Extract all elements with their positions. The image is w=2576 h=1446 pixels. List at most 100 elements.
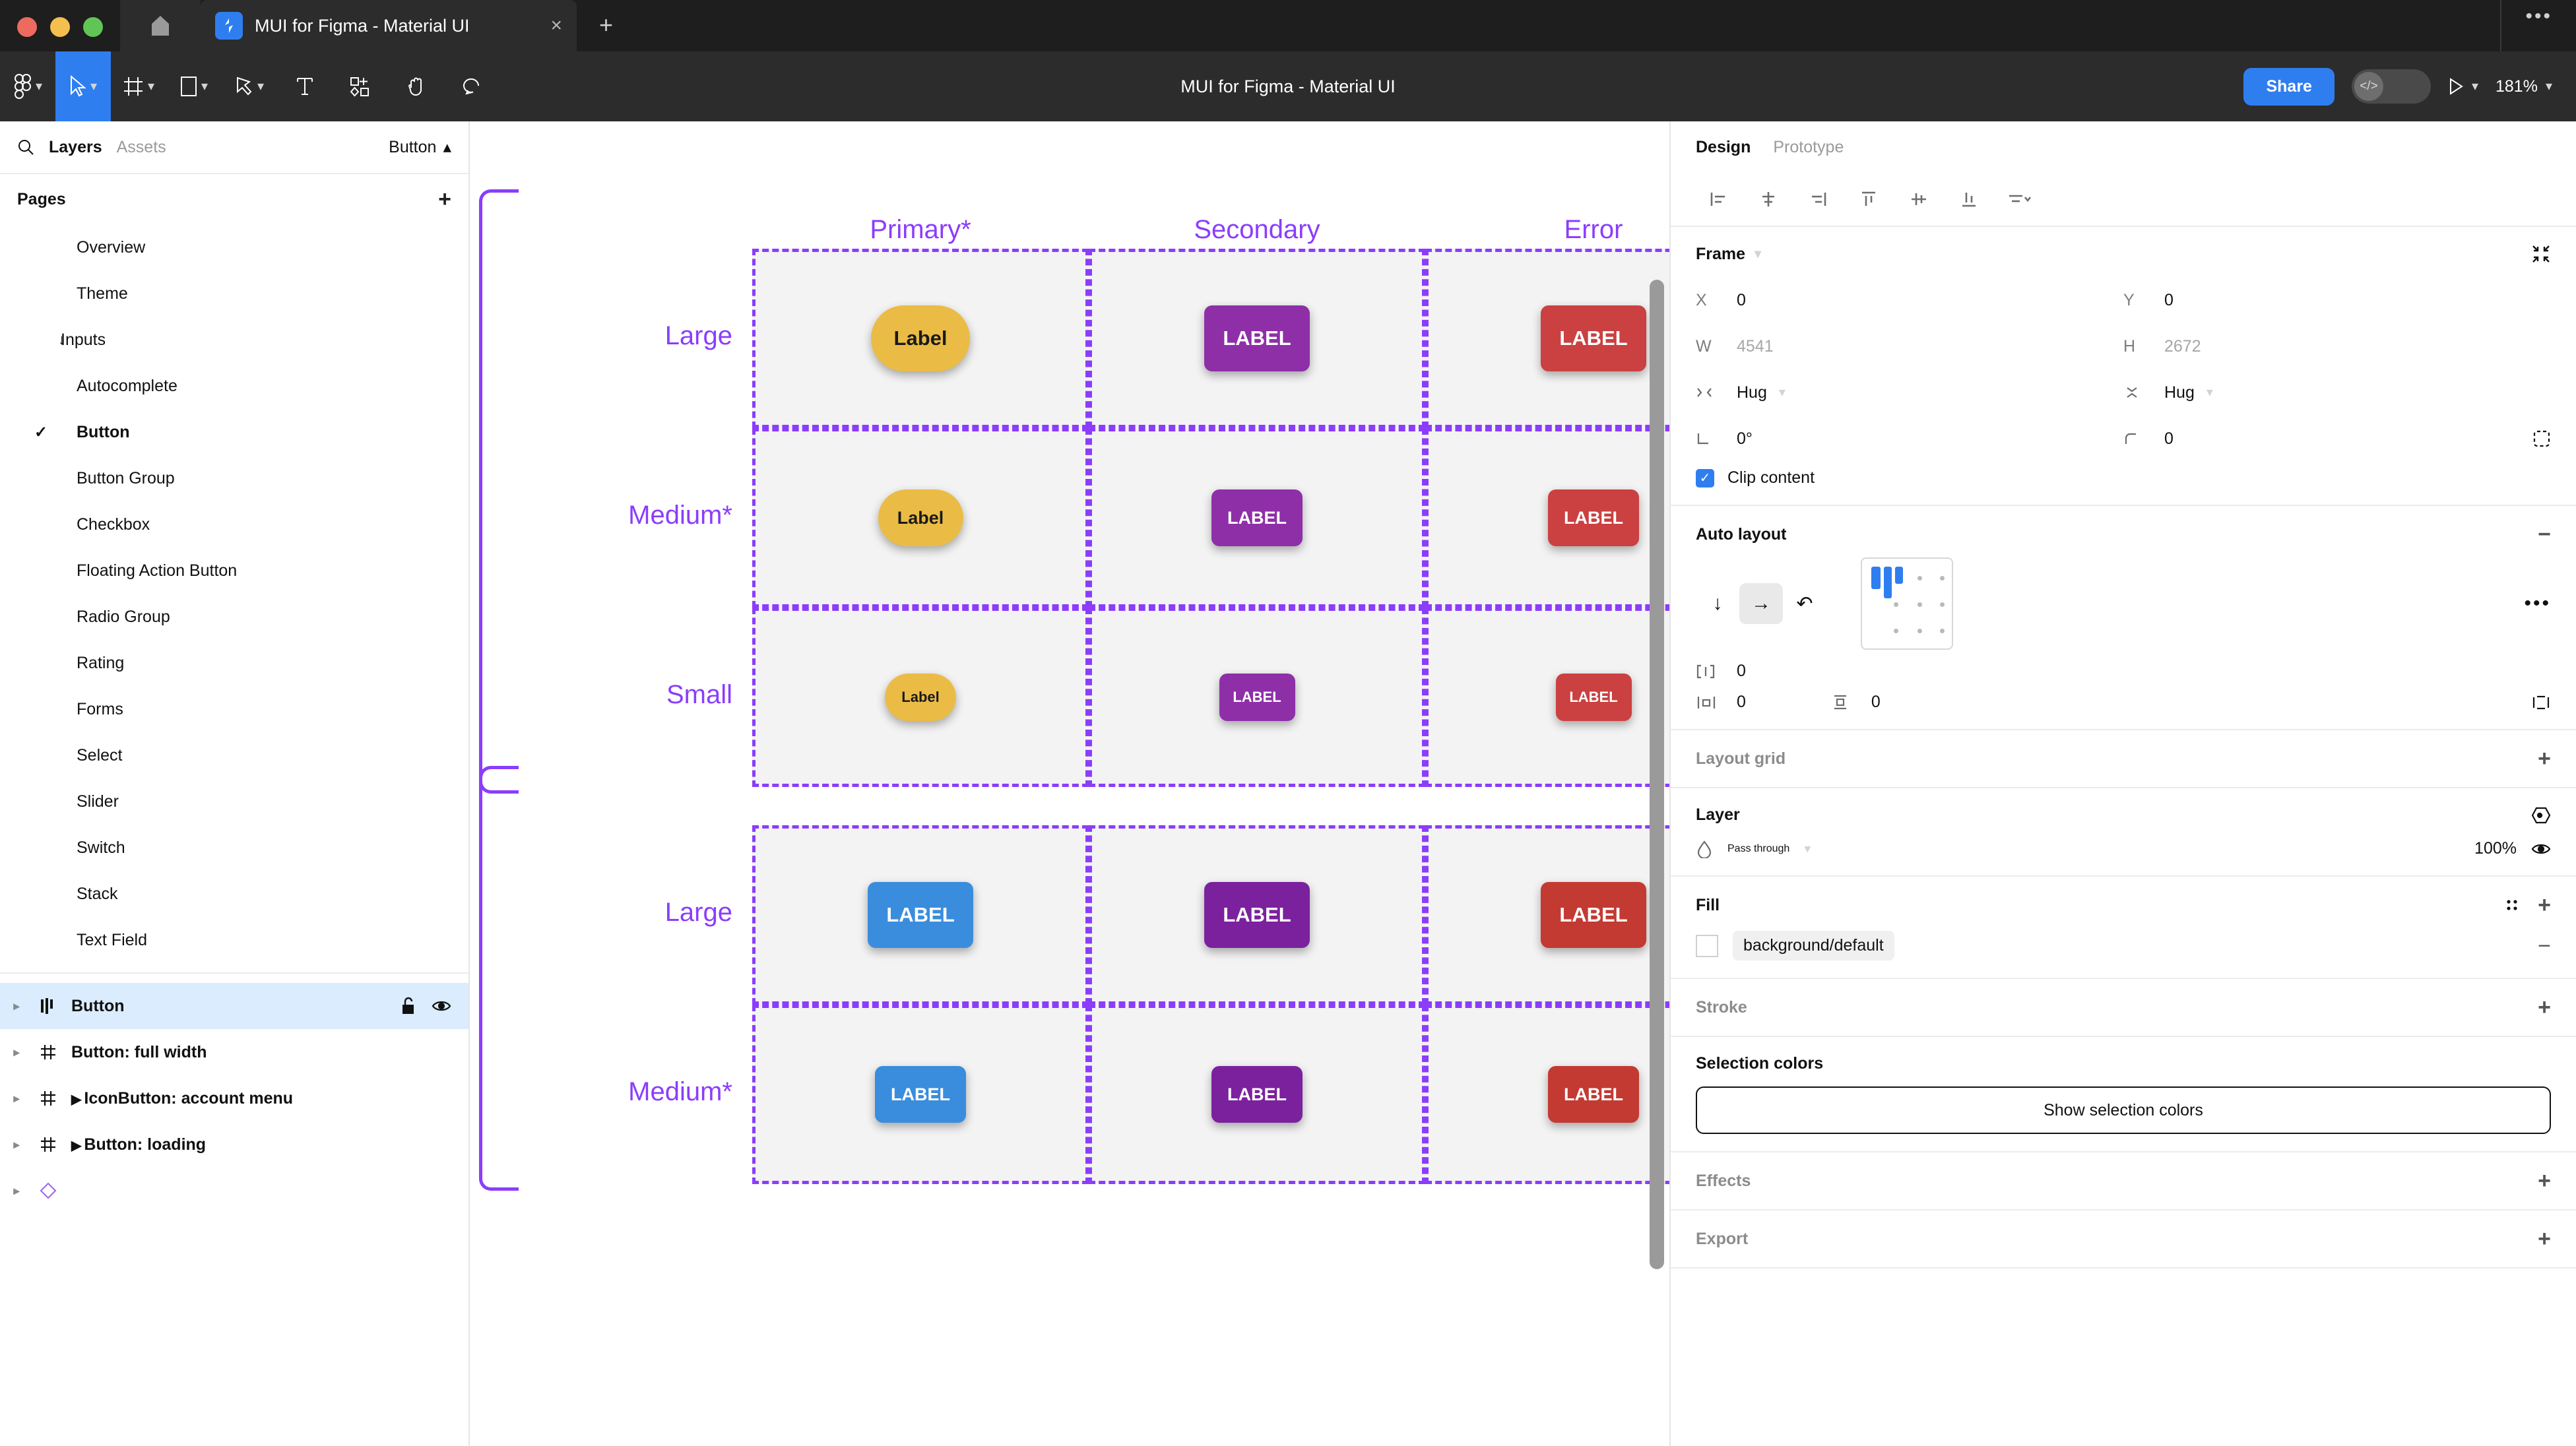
independent-corners-icon[interactable] (2532, 429, 2551, 448)
frame-tool-icon[interactable]: ▾ (111, 51, 166, 121)
page-item-autocomplete[interactable]: Autocomplete (0, 363, 468, 409)
canvas-vertical-scrollbar[interactable] (1650, 280, 1664, 1269)
field-y[interactable]: Y 0 (2123, 277, 2551, 323)
variant-cell[interactable]: Label (752, 428, 1089, 608)
button-preview-primary[interactable]: LABEL (868, 882, 973, 948)
button-preview-primary[interactable]: Label (885, 674, 956, 721)
visibility-eye-icon[interactable] (2531, 842, 2551, 856)
page-item-button-group[interactable]: Button Group (0, 455, 468, 501)
align-vertical-center-icon[interactable] (1894, 179, 1944, 219)
auto-layout-alignment-grid[interactable] (1861, 557, 1953, 650)
remove-fill-button[interactable]: − (2538, 933, 2551, 959)
chevron-right-icon[interactable]: ▸ (13, 1183, 20, 1197)
button-preview-secondary[interactable]: LABEL (1204, 882, 1310, 948)
add-effect-button[interactable]: + (2538, 1168, 2551, 1193)
titlebar-overflow-icon[interactable]: ••• (2500, 0, 2576, 51)
add-fill-button[interactable]: + (2538, 893, 2551, 918)
page-item-slider[interactable]: Slider (0, 778, 468, 825)
button-preview-error[interactable]: LABEL (1548, 1066, 1639, 1123)
home-button[interactable] (120, 0, 201, 51)
visibility-eye-icon[interactable] (432, 999, 451, 1013)
remove-auto-layout-button[interactable]: − (2538, 522, 2551, 547)
fill-styles-icon[interactable] (2503, 896, 2521, 914)
variant-cell[interactable]: LABEL (752, 825, 1089, 1005)
variant-cell[interactable]: LABEL (1089, 608, 1425, 787)
share-button[interactable]: Share (2243, 67, 2334, 106)
variant-cell[interactable]: LABEL (1089, 428, 1425, 608)
fill-color-swatch[interactable] (1696, 934, 1718, 957)
chevron-right-icon[interactable]: ▸ (13, 999, 20, 1013)
variant-cell[interactable]: LABEL (1425, 825, 1669, 1005)
layer-row[interactable]: ▸▶Button: loading (0, 1121, 468, 1168)
dev-mode-toggle[interactable]: </> (2351, 69, 2431, 104)
page-item-theme[interactable]: Theme (0, 270, 468, 317)
comment-tool-icon[interactable] (443, 51, 499, 121)
chevron-down-icon[interactable]: ▾ (1755, 247, 1762, 261)
button-preview-secondary[interactable]: LABEL (1211, 1066, 1303, 1123)
tab-design[interactable]: Design (1696, 137, 1751, 156)
variant-cell[interactable]: LABEL (752, 1005, 1089, 1184)
unlock-icon[interactable] (401, 997, 417, 1015)
field-vertical-resizing[interactable]: Hug ▾ (2123, 369, 2551, 416)
distribute-menu-icon[interactable] (1994, 179, 2044, 219)
auto-layout-gap-row[interactable]: 0 (1696, 662, 2551, 681)
close-icon[interactable]: × (550, 15, 562, 36)
play-icon[interactable] (2448, 77, 2464, 96)
align-right-icon[interactable] (1793, 179, 1844, 219)
button-preview-error[interactable]: LABEL (1548, 489, 1639, 546)
layer-annotation-icon[interactable] (2531, 806, 2551, 825)
pen-tool-icon[interactable]: ▾ (222, 51, 277, 121)
individual-padding-icon[interactable] (2531, 693, 2551, 712)
add-page-button[interactable]: + (438, 187, 451, 212)
direction-horizontal-button[interactable]: → (1739, 583, 1783, 624)
add-layout-grid-button[interactable]: + (2538, 746, 2551, 771)
page-item-inputs[interactable]: ↓Inputs (0, 317, 468, 363)
chevron-right-icon[interactable]: ▸ (13, 1045, 20, 1059)
tab-prototype[interactable]: Prototype (1773, 137, 1844, 156)
field-width[interactable]: W 4541 (1696, 323, 2123, 369)
maximize-window-button[interactable] (83, 17, 103, 37)
variant-cell[interactable]: LABEL (1425, 1005, 1669, 1184)
button-preview-primary[interactable]: Label (878, 489, 963, 546)
field-corner-radius[interactable]: 0 (2123, 416, 2551, 462)
new-tab-button[interactable]: + (599, 11, 614, 38)
button-preview-secondary[interactable]: LABEL (1219, 674, 1295, 721)
chevron-right-icon[interactable]: ▸ (13, 1091, 20, 1105)
button-preview-primary[interactable]: Label (871, 305, 970, 371)
button-preview-secondary[interactable]: LABEL (1211, 489, 1303, 546)
align-bottom-icon[interactable] (1944, 179, 1994, 219)
resources-tool-icon[interactable] (333, 51, 388, 121)
hand-tool-icon[interactable] (388, 51, 443, 121)
zoom-control[interactable]: 181% ▾ (2496, 77, 2552, 96)
variant-cell[interactable]: Label (752, 608, 1089, 787)
variant-cell[interactable]: LABEL (1425, 249, 1669, 428)
direction-vertical-button[interactable]: ↓ (1712, 592, 1723, 614)
field-x[interactable]: X 0 (1696, 277, 2123, 323)
field-rotation[interactable]: 0° (1696, 416, 2123, 462)
clip-content-row[interactable]: ✓ Clip content (1696, 468, 2551, 487)
layer-row[interactable]: ▸Button: full width (0, 1029, 468, 1075)
page-item-stack[interactable]: Stack (0, 871, 468, 917)
move-tool-icon[interactable]: ▾ (55, 51, 111, 121)
chevron-right-icon[interactable]: ▸ (13, 1137, 20, 1151)
field-height[interactable]: H 2672 (2123, 323, 2551, 369)
layer-row[interactable]: ▸▶IconButton: account menu (0, 1075, 468, 1121)
clip-content-checkbox[interactable]: ✓ (1696, 468, 1714, 487)
page-selector[interactable]: Button ▴ (389, 137, 451, 157)
tab-assets[interactable]: Assets (116, 137, 166, 156)
button-preview-error[interactable]: LABEL (1541, 305, 1646, 371)
chevron-down-icon[interactable]: ▾ (2471, 79, 2478, 94)
variant-cell[interactable]: LABEL (1089, 825, 1425, 1005)
align-horizontal-center-icon[interactable] (1743, 179, 1793, 219)
auto-layout-padding-row[interactable]: 0 0 (1696, 693, 2551, 712)
frame-resize-icon[interactable] (2531, 244, 2551, 264)
variant-cell[interactable]: Label (752, 249, 1089, 428)
fill-style-name[interactable]: background/default (1733, 931, 1894, 960)
auto-layout-more-icon[interactable]: ••• (2524, 592, 2551, 614)
add-export-button[interactable]: + (2538, 1226, 2551, 1251)
page-item-checkbox[interactable]: Checkbox (0, 501, 468, 548)
button-preview-error[interactable]: LABEL (1541, 882, 1646, 948)
page-item-text-field[interactable]: Text Field (0, 917, 468, 963)
layer-row[interactable]: ▸ (0, 1168, 468, 1214)
search-icon[interactable] (17, 139, 34, 156)
